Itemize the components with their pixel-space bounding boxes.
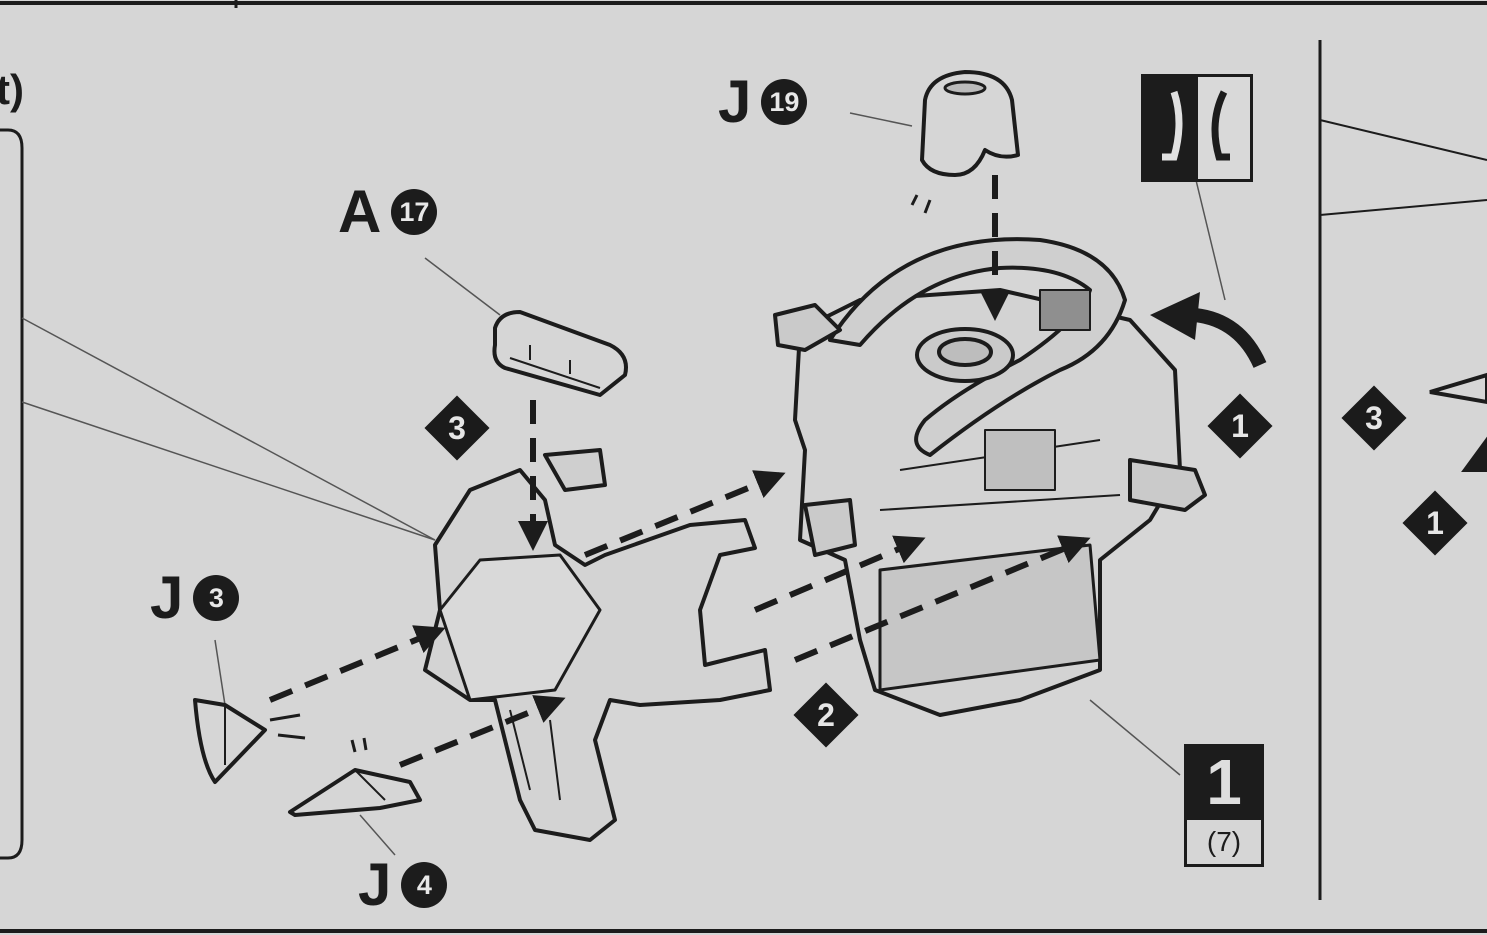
- part-number-badge: 3: [193, 575, 240, 621]
- curved-arrow-icon: [1150, 292, 1267, 369]
- leader-lines: [21, 112, 1226, 856]
- part-j3: [193, 698, 306, 784]
- part-number-badge: 17: [391, 189, 438, 235]
- part-j4: [288, 737, 422, 817]
- part-letter: A: [338, 178, 384, 245]
- part-number-badge: 4: [401, 862, 448, 908]
- right-panel-partial-parts: [1429, 372, 1487, 472]
- torso-assembly: [773, 237, 1207, 717]
- part-letter: J: [358, 851, 394, 918]
- right-step-1-diamond: 1: [1402, 490, 1468, 556]
- part-letter: J: [718, 68, 754, 135]
- step-number: 2: [817, 696, 835, 733]
- step-number: 1: [1426, 504, 1444, 541]
- part-label-j3: J 3: [150, 564, 240, 631]
- part-a17: [492, 310, 628, 397]
- step-number: 3: [1365, 399, 1383, 436]
- rotate-symbol-icon: [1141, 74, 1253, 182]
- part-j19-cap: [910, 70, 1020, 214]
- step-3-diamond: 3: [424, 395, 490, 461]
- step-reference-box: 1 (7): [1184, 744, 1264, 867]
- step-number: 3: [448, 409, 466, 446]
- part-number-badge: 19: [761, 79, 808, 125]
- reference-main-number: 1: [1184, 744, 1264, 820]
- step-1-diamond: 1: [1207, 393, 1273, 459]
- step-2-diamond: 2: [793, 682, 859, 748]
- right-step-3-diamond: 3: [1341, 385, 1407, 451]
- waist-part: [423, 448, 772, 842]
- part-label-j19: J 19: [718, 68, 808, 135]
- cropped-caption-text: t): [0, 66, 24, 113]
- assembly-arrows: [268, 175, 1091, 768]
- part-label-j4: J 4: [358, 851, 448, 918]
- step-number: 1: [1231, 407, 1249, 444]
- part-letter: J: [150, 564, 186, 631]
- reference-sub-number: (7): [1184, 820, 1264, 867]
- part-label-a17: A 17: [338, 178, 438, 245]
